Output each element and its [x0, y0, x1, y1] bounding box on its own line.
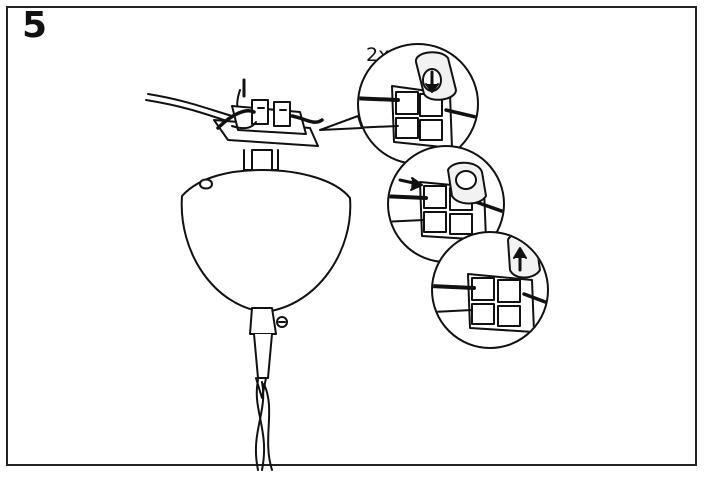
terminal-block: [145, 78, 363, 173]
arrow-down-icon-head: [425, 83, 439, 93]
detail-circle-release-lever: [431, 231, 549, 349]
step-number: 5: [22, 5, 48, 46]
cord-grip: [249, 307, 288, 471]
ceiling-cup: [180, 169, 352, 313]
detail-circle-press-lever: [357, 43, 479, 165]
instruction-frame: [6, 6, 697, 466]
